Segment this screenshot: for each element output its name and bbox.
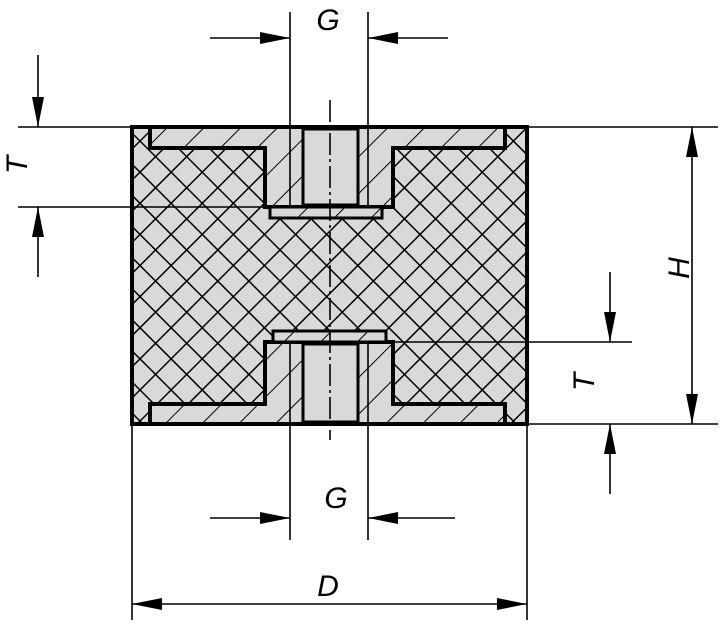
dimension-t-left: T (1, 55, 265, 277)
dimension-t-right: T (386, 272, 632, 494)
dimension-g-top: G (210, 4, 448, 207)
top-washer (268, 205, 384, 220)
dimension-h: H (527, 126, 718, 425)
label-t-right: T (568, 370, 601, 391)
label-d: D (317, 570, 339, 603)
label-h: H (663, 257, 696, 279)
label-g-bottom: G (324, 482, 347, 515)
dimension-d: D (131, 424, 528, 620)
label-g-top: G (316, 4, 339, 37)
label-t-left: T (1, 153, 34, 174)
dimension-g-bottom: G (210, 342, 455, 540)
